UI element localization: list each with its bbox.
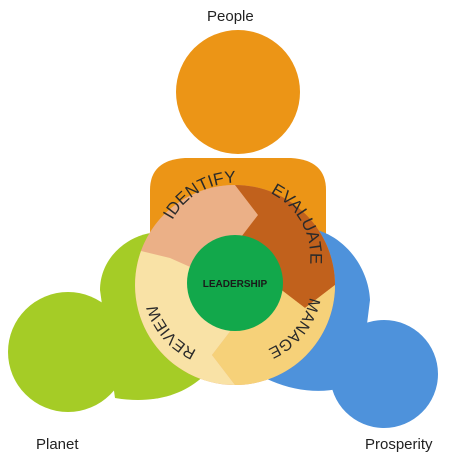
- leadership-circle: [187, 235, 283, 331]
- people-figure-head: [176, 30, 300, 154]
- planet-figure-head: [8, 292, 128, 412]
- review-segment: [135, 251, 235, 385]
- people-label: People: [207, 8, 254, 25]
- cycle-ring: [135, 185, 335, 385]
- planet-label: Planet: [36, 436, 79, 453]
- evaluate-segment: [235, 185, 335, 308]
- leadership-label: LEADERSHIP: [203, 279, 268, 290]
- identify-segment: [141, 185, 258, 270]
- prosperity-label: Prosperity: [365, 436, 433, 453]
- manage-segment: [212, 285, 335, 385]
